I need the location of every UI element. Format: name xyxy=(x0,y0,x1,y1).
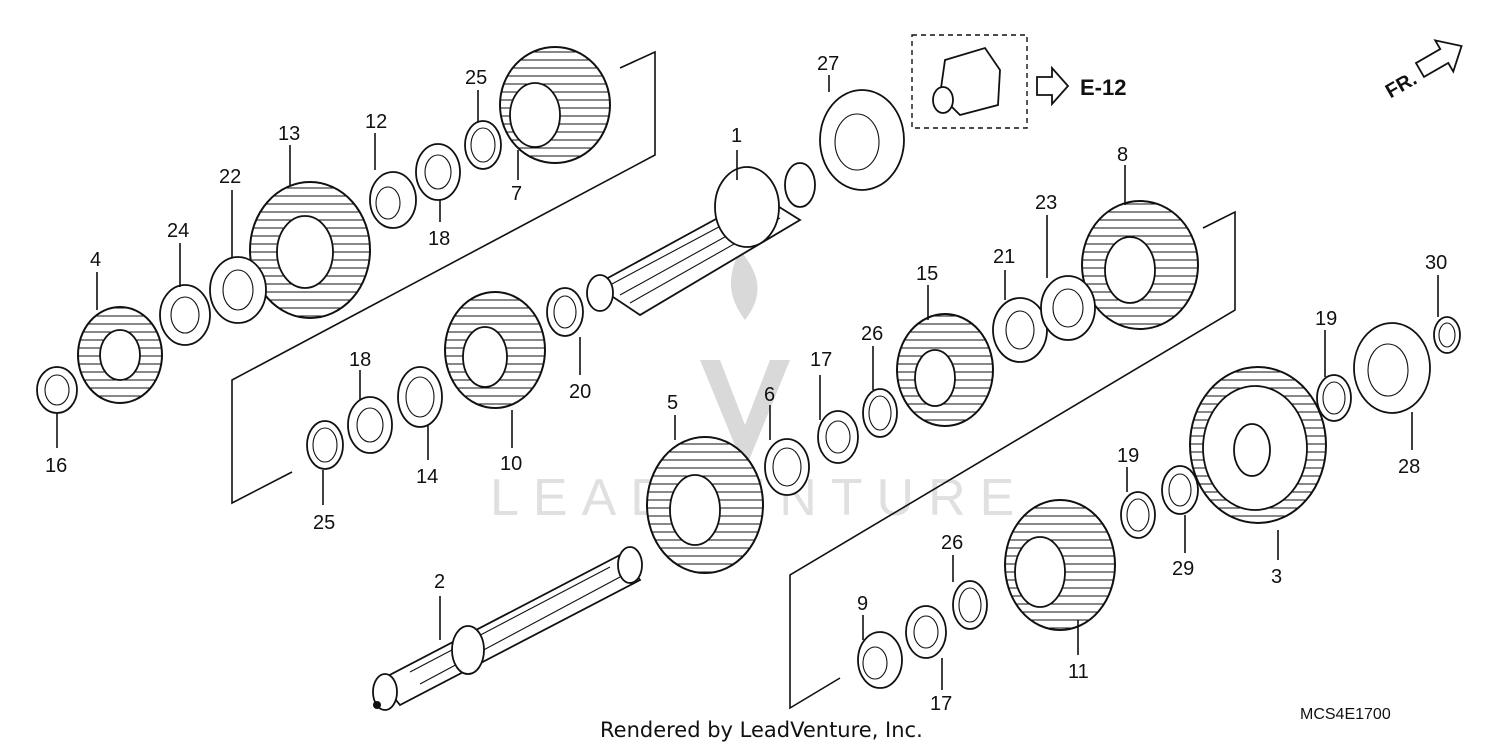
callout-21: 21 xyxy=(993,246,1015,268)
callout-23: 23 xyxy=(1035,192,1057,214)
callout-4: 4 xyxy=(90,249,101,271)
gear-5[interactable] xyxy=(646,436,764,574)
callout-1: 1 xyxy=(731,125,742,147)
callout-14: 14 xyxy=(416,466,438,488)
callout-5: 5 xyxy=(667,392,678,414)
callout-18-upper: 18 xyxy=(428,228,450,250)
callout-26-lower: 26 xyxy=(941,532,963,554)
front-arrow-icon xyxy=(1414,39,1463,79)
callout-19-lower: 19 xyxy=(1117,445,1139,467)
washer-22[interactable] xyxy=(209,256,267,324)
callout-3: 3 xyxy=(1271,566,1282,588)
bushing-6[interactable] xyxy=(764,438,810,496)
callout-13: 13 xyxy=(278,123,300,145)
gear-10[interactable] xyxy=(444,291,546,409)
washer-18-upper[interactable] xyxy=(415,143,461,201)
callout-16: 16 xyxy=(45,455,67,477)
bushing-14[interactable] xyxy=(397,366,443,428)
front-direction-indicator: FR. xyxy=(1382,39,1463,103)
washer-18-lower[interactable] xyxy=(347,396,393,454)
shaft-1[interactable] xyxy=(586,162,816,317)
arrow-right-icon xyxy=(1036,65,1070,107)
collar-19-upper[interactable] xyxy=(1316,374,1352,422)
callout-28: 28 xyxy=(1398,456,1420,478)
group-bracket-upper xyxy=(231,50,656,505)
callout-labels: 1 2 3 4 5 6 7 8 9 10 11 12 13 14 15 16 1… xyxy=(45,53,1447,715)
footer-credit: Rendered by LeadVenture, Inc. xyxy=(600,718,923,742)
callout-27: 27 xyxy=(817,53,839,75)
callout-10: 10 xyxy=(500,453,522,475)
collar-20[interactable] xyxy=(546,287,584,337)
shaft-2[interactable] xyxy=(372,546,643,711)
washer-21[interactable] xyxy=(992,297,1048,363)
callout-6: 6 xyxy=(764,384,775,406)
ring-26-upper[interactable] xyxy=(862,388,898,438)
reference-label[interactable]: E-12 xyxy=(1080,75,1126,100)
washer-17-upper[interactable] xyxy=(817,410,859,464)
callout-22: 22 xyxy=(219,166,241,188)
callout-25-lower: 25 xyxy=(313,512,335,534)
diagram-code: MCS4E1700 xyxy=(1300,706,1391,723)
callout-18-lower: 18 xyxy=(349,349,371,371)
ring-25-upper[interactable] xyxy=(464,120,502,170)
ring-30[interactable] xyxy=(1433,316,1461,354)
reference-part xyxy=(932,46,1001,117)
callout-12: 12 xyxy=(365,111,387,133)
callout-8: 8 xyxy=(1117,144,1128,166)
callout-7: 7 xyxy=(511,183,522,205)
washer-17-lower[interactable] xyxy=(905,605,947,659)
gear-11[interactable] xyxy=(1004,499,1116,631)
bearing-9[interactable] xyxy=(857,631,903,689)
reference-box[interactable] xyxy=(911,34,1028,129)
gear-4[interactable] xyxy=(77,306,163,404)
callout-15: 15 xyxy=(916,263,938,285)
leader-lines xyxy=(56,75,1439,690)
front-label: FR. xyxy=(1382,68,1421,103)
callout-17-lower: 17 xyxy=(930,693,952,715)
ring-26-lower[interactable] xyxy=(952,580,988,630)
callout-24: 24 xyxy=(167,220,189,242)
callout-17-upper: 17 xyxy=(810,349,832,371)
callout-11: 11 xyxy=(1068,661,1089,683)
washer-16[interactable] xyxy=(36,366,78,414)
callout-29: 29 xyxy=(1172,558,1194,580)
ring-25-lower[interactable] xyxy=(306,420,344,470)
gear-13[interactable] xyxy=(249,181,371,319)
gear-7[interactable] xyxy=(499,46,611,164)
callout-30: 30 xyxy=(1425,252,1447,274)
bearing-29[interactable] xyxy=(1161,465,1199,515)
bearing-27[interactable] xyxy=(819,89,905,191)
collar-19-lower[interactable] xyxy=(1120,491,1156,539)
callout-9: 9 xyxy=(857,593,868,615)
callout-26-upper: 26 xyxy=(861,323,883,345)
callout-19-upper: 19 xyxy=(1315,308,1337,330)
gear-8[interactable] xyxy=(1081,200,1199,330)
gear-3[interactable] xyxy=(1189,366,1327,524)
callout-2: 2 xyxy=(434,571,445,593)
bearing-12[interactable] xyxy=(369,171,417,229)
callout-25-upper: 25 xyxy=(465,67,487,89)
callout-20: 20 xyxy=(569,381,591,403)
gear-15[interactable] xyxy=(896,313,994,427)
bearing-28[interactable] xyxy=(1353,322,1431,414)
group-bracket-lower xyxy=(789,210,1236,710)
washer-24[interactable] xyxy=(159,284,211,346)
washer-23[interactable] xyxy=(1040,275,1096,341)
